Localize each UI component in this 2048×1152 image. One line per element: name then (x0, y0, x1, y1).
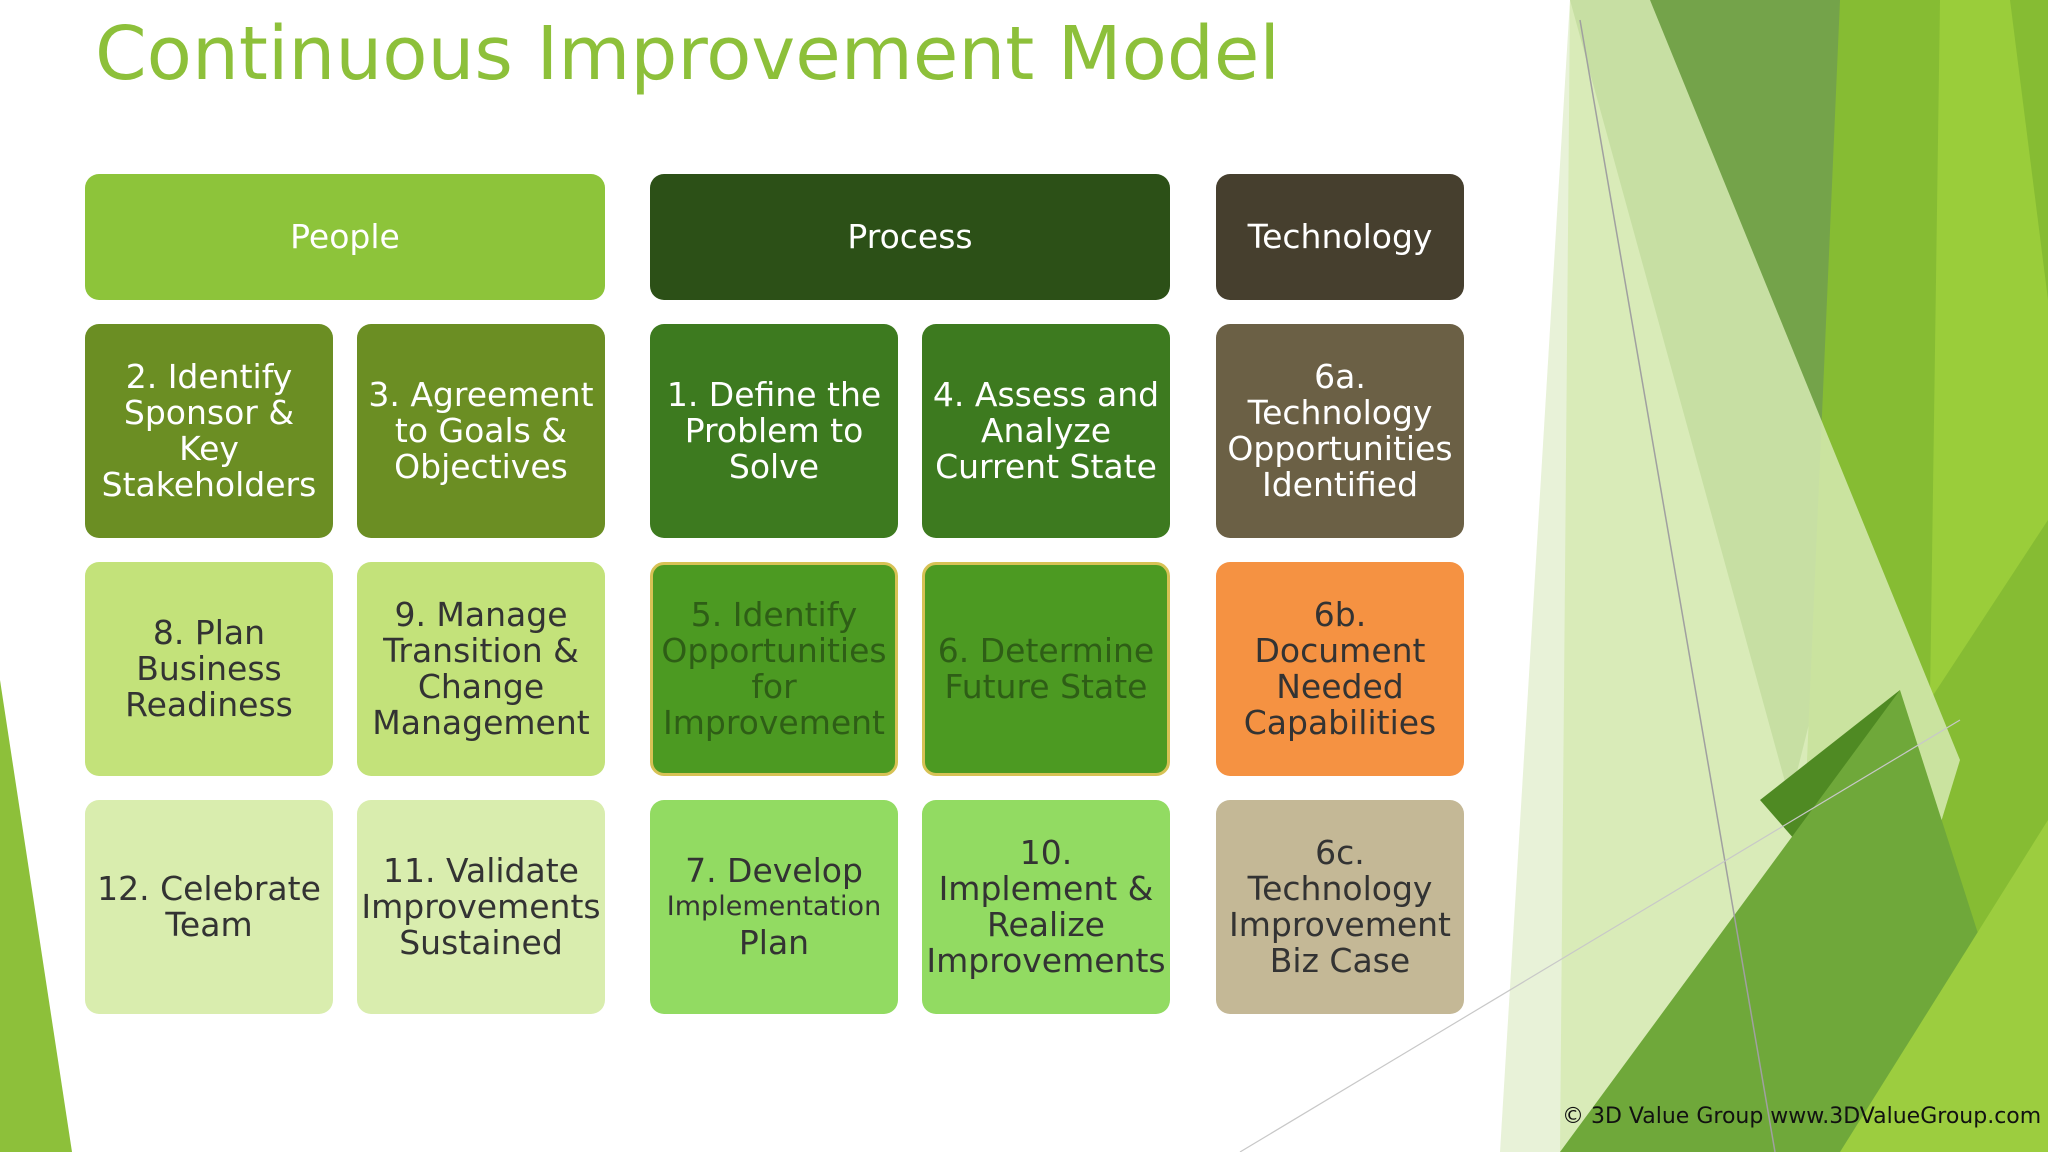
step-7-develop-plan: 7. Develop Implementation Plan (650, 800, 898, 1014)
decor-line-diagonal (1579, 19, 1776, 1152)
header-people: People (85, 174, 605, 300)
step-7-line-1: 7. Develop (685, 851, 863, 890)
step-11-validate-improvements: 11. Validate Improvements Sustained (357, 800, 605, 1014)
decor-line-cross (1239, 719, 1961, 1152)
copyright-footer: © 3D Value Group www.3DValueGroup.com (1562, 1104, 2042, 1129)
step-9-manage-transition: 9. Manage Transition & Change Management (357, 562, 605, 776)
header-process: Process (650, 174, 1170, 300)
step-6b-document-capabilities: 6b. Document Needed Capabilities (1216, 562, 1464, 776)
decor-shape-bottom-right (1840, 820, 2048, 1152)
step-2-identify-sponsor: 2. Identify Sponsor & Key Stakeholders (85, 324, 333, 538)
step-4-assess-current-state: 4. Assess and Analyze Current State (922, 324, 1170, 538)
step-1-define-problem: 1. Define the Problem to Solve (650, 324, 898, 538)
step-10-implement-realize: 10. Implement & Realize Improvements (922, 800, 1170, 1014)
step-3-agreement-goals: 3. Agreement to Goals & Objectives (357, 324, 605, 538)
step-6c-technology-biz-case: 6c. Technology Improvement Biz Case (1216, 800, 1464, 1014)
step-6-determine-future-state: 6. Determine Future State (922, 562, 1170, 776)
step-6a-technology-opportunities: 6a. Technology Opportunities Identified (1216, 324, 1464, 538)
step-12-celebrate-team: 12. Celebrate Team (85, 800, 333, 1014)
decor-shape-dark-wedge (1760, 690, 1900, 880)
step-7-line-3: Plan (738, 923, 810, 962)
decor-shape-left-wedge (0, 680, 72, 1152)
step-7-line-2: Implementation (666, 891, 882, 922)
header-technology: Technology (1216, 174, 1464, 300)
step-5-identify-opportunities: 5. Identify Opportunities for Improvemen… (650, 562, 898, 776)
step-8-plan-business-readiness: 8. Plan Business Readiness (85, 562, 333, 776)
page-title: Continuous Improvement Model (95, 11, 1280, 97)
decor-shape-bright-stripe (1930, 0, 2048, 700)
